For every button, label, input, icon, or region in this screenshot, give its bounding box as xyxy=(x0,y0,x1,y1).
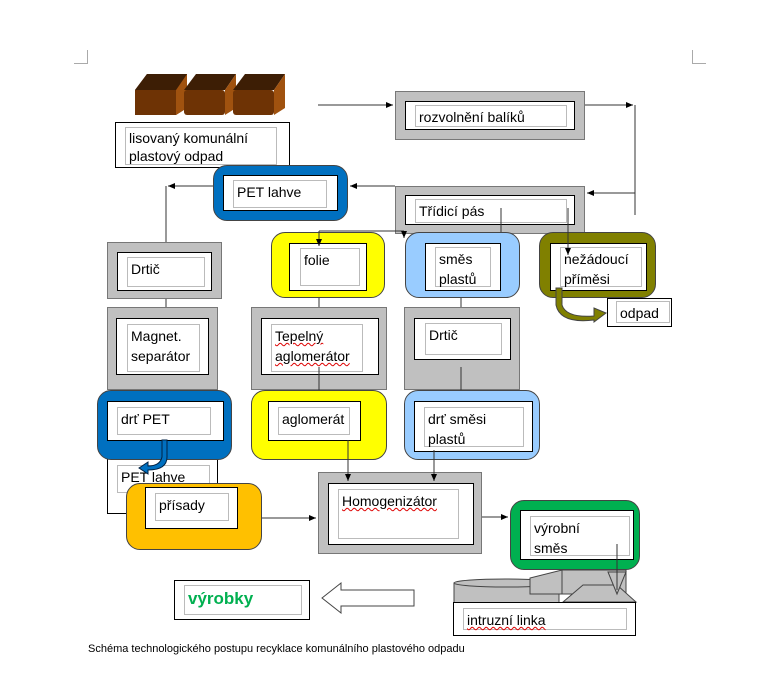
additives-node: přísady xyxy=(126,483,262,550)
sorting-node: Třídicí pás xyxy=(395,186,585,234)
crusher1-node: Drtič xyxy=(107,242,222,299)
additives-label: přísady xyxy=(155,493,229,521)
source-label: lisovaný komunální plastový odpad xyxy=(125,127,277,165)
crusher2-node: Drtič xyxy=(404,307,520,390)
extrusion-label: intruzní linka xyxy=(463,608,627,630)
waste-box: odpad xyxy=(607,298,672,327)
products-label: výrobky xyxy=(184,585,302,615)
sorting-label: Třídicí pás xyxy=(415,199,567,223)
curved-arrow-pet-icon xyxy=(138,439,168,475)
unwanted-node: nežádoucí příměsi xyxy=(539,232,656,298)
magnet-node: Magnet. separátor xyxy=(107,307,218,390)
production-mix-node: výrobní směs xyxy=(510,500,640,570)
magnet-label: Magnet. separátor xyxy=(127,324,200,372)
homogenizer-node: Homogenizátor xyxy=(318,472,482,554)
bale-2 xyxy=(184,74,236,115)
agglomerate-node: aglomerát xyxy=(251,390,387,460)
mixed-grind-node: drť směsi plastů xyxy=(404,390,540,460)
crusher1-label: Drtič xyxy=(127,257,205,287)
crusher2-label: Drtič xyxy=(425,323,502,355)
waste-label: odpad xyxy=(616,301,670,323)
curved-arrow-waste-icon xyxy=(555,287,607,323)
homogenizer-label: Homogenizátor xyxy=(338,489,459,539)
production-mix-label: výrobní směs xyxy=(530,516,630,556)
source-box: lisovaný komunální plastový odpad xyxy=(115,122,290,168)
foil-node: folie xyxy=(271,232,385,298)
bale-1 xyxy=(135,74,187,115)
diagram-caption: Schéma technologického postupu recyklace… xyxy=(88,643,465,655)
pet-node: PET lahve xyxy=(213,165,348,221)
bale-3 xyxy=(233,74,285,115)
pet-grind-label: drť PET xyxy=(117,407,211,435)
loosening-node: rozvolnění balíků xyxy=(395,91,585,140)
mixed-label: směs plastů xyxy=(435,247,491,287)
extrusion-box: intruzní linka xyxy=(453,602,636,636)
products-box: výrobky xyxy=(174,580,310,620)
hollow-arrow-to-products-icon xyxy=(321,581,415,615)
agglomerate-label: aglomerát xyxy=(278,407,350,435)
foil-label: folie xyxy=(300,248,360,286)
mixed-grind-label: drť směsi plastů xyxy=(424,407,524,447)
thermal-label: Tepelný aglomerátor xyxy=(271,324,363,372)
unwanted-label: nežádoucí příměsi xyxy=(560,247,642,287)
mixed-node: směs plastů xyxy=(405,232,520,298)
pet-label: PET lahve xyxy=(233,180,327,208)
corner-mark-right xyxy=(692,50,706,64)
corner-mark-left xyxy=(74,50,88,64)
loosening-label: rozvolnění balíků xyxy=(415,105,567,127)
